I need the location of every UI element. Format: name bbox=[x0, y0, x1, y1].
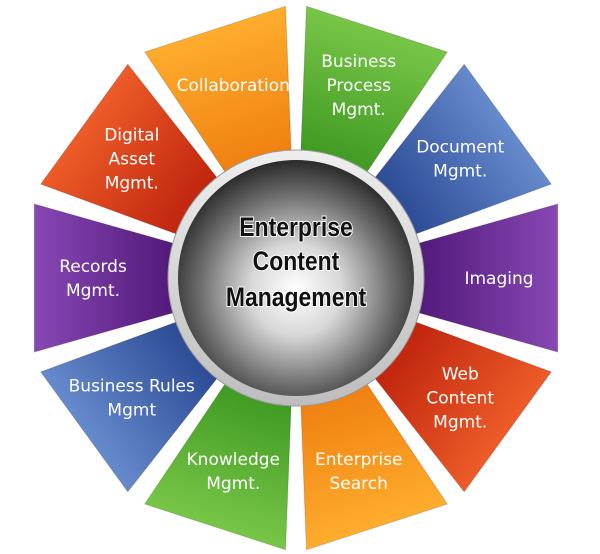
segment-label-business-process-mgmt: Process bbox=[326, 76, 391, 96]
hub-title: Enterprise Content Management bbox=[225, 211, 368, 313]
hub-circle bbox=[178, 160, 414, 396]
segment-label-knowledge-mgmt: Knowledge bbox=[187, 450, 280, 470]
segments-group: BusinessProcessMgmt.DocumentMgmt.Imaging… bbox=[33, 5, 559, 551]
segment-label-business-process-mgmt: Business bbox=[321, 52, 396, 72]
segment-label-web-content-mgmt: Content bbox=[426, 388, 494, 408]
segment-label-digital-asset-mgmt: Digital bbox=[104, 126, 159, 146]
hub-title-line: Content bbox=[253, 246, 340, 276]
segment-label-enterprise-search: Enterprise bbox=[315, 450, 402, 470]
segment-label-imaging: Imaging bbox=[464, 269, 533, 289]
segment-label-business-process-mgmt: Mgmt. bbox=[332, 100, 386, 120]
segment-label-business-rules-mgmt: Mgmt bbox=[107, 400, 156, 420]
segment-label-document-mgmt: Document bbox=[416, 138, 504, 158]
hub-title-line: Enterprise bbox=[239, 212, 353, 242]
segment-label-web-content-mgmt: Mgmt. bbox=[433, 412, 487, 432]
segment-label-digital-asset-mgmt: Mgmt. bbox=[105, 174, 159, 194]
segment-label-document-mgmt: Mgmt. bbox=[433, 162, 487, 182]
segment-label-collaboration: Collaboration bbox=[177, 76, 290, 96]
segment-label-records-mgmt: Records bbox=[59, 257, 127, 277]
segment-label-knowledge-mgmt: Mgmt. bbox=[206, 474, 260, 494]
segment-label-records-mgmt: Mgmt. bbox=[66, 281, 120, 301]
segment-label-business-rules-mgmt: Business Rules bbox=[69, 376, 195, 396]
hub-title-line: Management bbox=[226, 282, 367, 312]
segment-label-digital-asset-mgmt: Asset bbox=[109, 150, 156, 170]
segment-label-enterprise-search: Search bbox=[330, 474, 388, 494]
segment-label-web-content-mgmt: Web bbox=[442, 364, 479, 384]
